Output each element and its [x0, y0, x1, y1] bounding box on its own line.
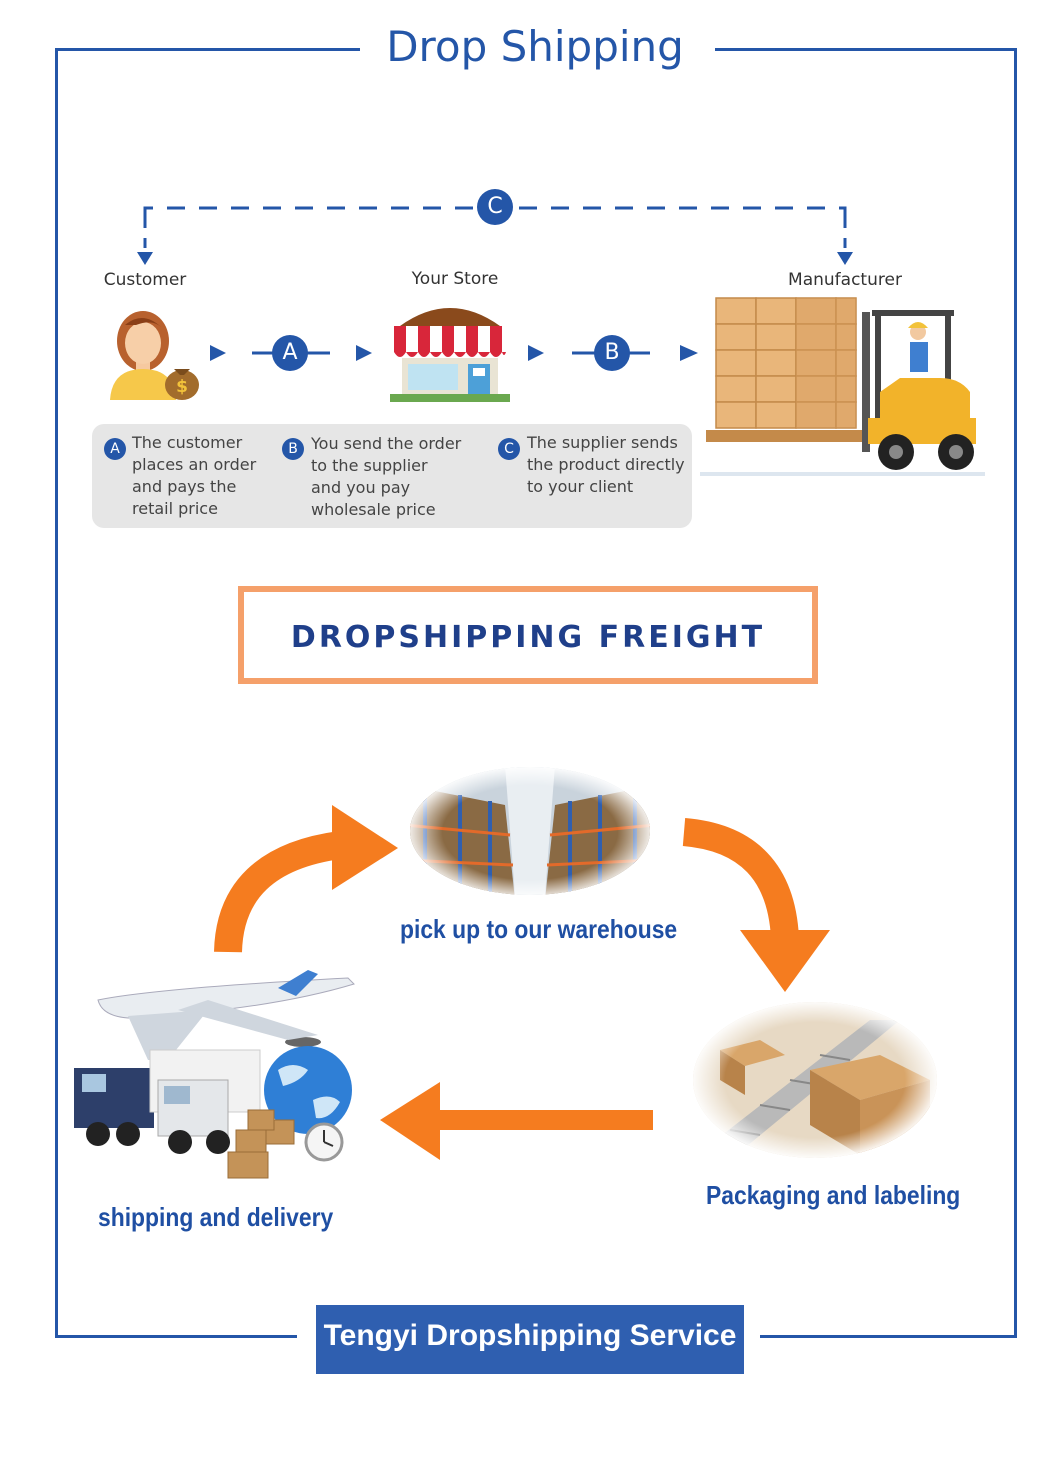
frame-bottom-right — [760, 1335, 1017, 1338]
desc-b-badge: B — [282, 438, 304, 460]
frame-bottom-left — [55, 1335, 297, 1338]
desc-c-badge: C — [498, 438, 520, 460]
manufacturer-label: Manufacturer — [788, 270, 902, 290]
shipping-caption: shipping and delivery — [98, 1202, 334, 1232]
packaging-caption: Packaging and labeling — [706, 1180, 961, 1210]
desc-a-badge: A — [104, 438, 126, 460]
footer-banner: Tengyi Dropshipping Service — [316, 1305, 744, 1374]
frame-top-right — [715, 48, 1017, 51]
desc-b-text: You send the order to the supplier and y… — [311, 434, 462, 519]
frame-left — [55, 48, 58, 1338]
shipping-image — [74, 970, 355, 1179]
step-b-badge: B — [594, 335, 630, 371]
packaging-image — [693, 1002, 937, 1158]
forklift-icon — [700, 297, 985, 476]
cycle-arrows — [214, 805, 830, 1160]
footer-text: Tengyi Dropshipping Service — [323, 1319, 737, 1352]
customer-label: Customer — [103, 270, 187, 290]
customer-icon: $ — [110, 311, 199, 400]
svg-text:$: $ — [176, 377, 188, 397]
page-title: Drop Shipping — [360, 22, 710, 71]
frame-right — [1014, 48, 1017, 1338]
store-icon — [390, 308, 510, 402]
store-label: Your Store — [411, 269, 499, 289]
steps-description-panel — [92, 424, 692, 528]
freight-heading-box: DROPSHIPPING FREIGHT — [238, 586, 818, 684]
freight-heading: DROPSHIPPING FREIGHT — [290, 620, 766, 655]
desc-c-text: The supplier sends the product directly … — [527, 433, 685, 496]
step-a-badge: A — [272, 335, 308, 371]
desc-a-text: The customer places an order and pays th… — [132, 433, 257, 518]
warehouse-caption: pick up to our warehouse — [400, 914, 678, 944]
frame-top-left — [55, 48, 360, 51]
step-c-badge: C — [477, 189, 513, 225]
warehouse-image — [410, 767, 650, 895]
